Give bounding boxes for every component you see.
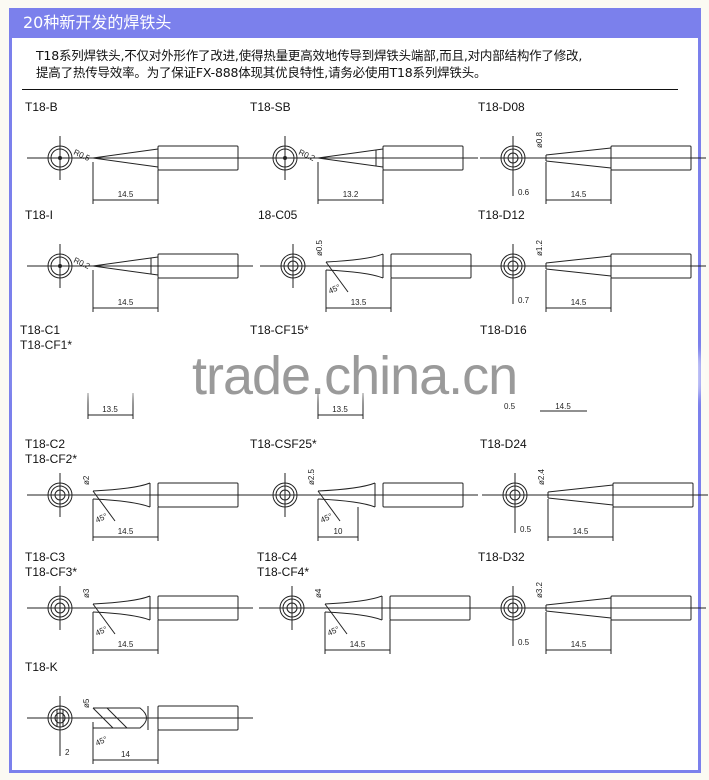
svg-text:ø1.2: ø1.2 [535,239,544,256]
svg-text:ø4: ø4 [314,588,323,598]
tip-label: T18-C4 T18-CF4* [257,550,310,579]
svg-text:45°: 45° [94,735,109,748]
svg-text:13.2: 13.2 [343,190,359,199]
svg-text:ø3: ø3 [82,588,91,598]
watermark-blur [20,355,700,395]
svg-text:0.5: 0.5 [520,525,532,534]
tip-label: T18-C3 T18-CF3* [25,550,78,579]
watermark: trade.china.cn [192,346,518,406]
tip-drawing-icon: 14.5 45° ø3 [27,586,253,654]
svg-text:0.5: 0.5 [518,638,530,647]
svg-text:14: 14 [121,750,130,759]
intro-line-2: 提高了热传导效率。为了保证FX-888体现其优良特性,请务必使用T18系列焊铁头… [36,65,487,80]
tip-t18-k: T18-K 14 45° ø5 2 [25,660,255,770]
svg-text:13.5: 13.5 [332,405,348,414]
svg-text:14.5: 14.5 [571,190,587,199]
tip-t18-d12: T18-D12 14.5 ø1.2 0.7 [478,208,708,318]
tip-drawing-icon: 14.5 R0.2 [27,244,253,312]
tip-label: T18-K [25,660,58,674]
intro-line-1: T18系列焊铁头,不仅对外形作了改进,使得热量更高效地传导到焊铁头端部,而且,对… [36,48,583,63]
tip-t18-d16: T18-D16 0.5 14.5 [480,323,709,433]
svg-text:14.5: 14.5 [118,640,134,649]
tip-t18-c3: T18-C3 T18-CF3* 14.5 45° ø3 [25,550,255,660]
tip-drawing-icon: 14.5 ø3.2 0.5 [480,581,706,654]
svg-text:14.5: 14.5 [571,640,587,649]
tip-label: T18-C2 T18-CF2* [25,437,78,466]
tip-t18-d24: T18-D24 14.5 ø2.4 0.5 [480,437,709,547]
svg-text:45°: 45° [326,625,341,638]
tip-label: T18-D16 [480,323,527,337]
svg-text:14.5: 14.5 [118,298,134,307]
tip-t18-d32: T18-D32 14.5 ø3.2 0.5 [478,550,708,660]
tip-drawing-icon: 13.5 [87,393,134,419]
tip-t18-sb: T18-SB 13.2 R0.2 [250,100,480,210]
tip-label: T18-D12 [478,208,525,222]
svg-text:ø2.4: ø2.4 [537,468,546,485]
tip-t18-i: T18-I 14.5 R0.2 [25,208,255,318]
tip-label: T18-CF15* [250,323,309,337]
svg-text:ø5: ø5 [82,698,91,708]
tip-t18-cf15: T18-CF15* 13.5 [250,323,480,433]
tip-drawing-icon: 14 45° ø5 2 [27,696,253,764]
svg-text:13.5: 13.5 [102,405,118,414]
intro-paragraph: T18系列焊铁头,不仅对外形作了改进,使得热量更高效地传导到焊铁头端部,而且,对… [36,47,676,81]
tip-label: T18-B [25,100,58,114]
tip-drawing-icon: 14.5 R0.5 [27,136,253,204]
svg-text:R0.2: R0.2 [297,148,317,164]
tip-label: T18-SB [250,100,291,114]
svg-text:0.6: 0.6 [518,188,530,197]
page-title: 20种新开发的焊铁头 [9,8,701,38]
tip-drawing-icon: 14.5 45° ø4 [259,586,485,654]
tip-drawing-icon: 13.5 45° ø0.5 [260,239,486,312]
svg-text:R0.5: R0.5 [72,148,92,164]
tip-t18-c2: T18-C2 T18-CF2* 14.5 45° ø2 [25,437,255,547]
tip-drawing-icon: 14.5 45° ø2 [27,473,253,541]
tip-drawing-icon: 13.2 R0.2 [252,136,478,204]
svg-text:0.5: 0.5 [504,402,516,411]
svg-text:ø0.8: ø0.8 [535,131,544,148]
tip-label: T18-D32 [478,550,525,564]
tip-label: T18-D24 [480,437,527,451]
tip-drawing-icon: 14.5 ø2.4 0.5 [482,468,708,541]
svg-text:45°: 45° [319,512,334,525]
svg-text:ø0.5: ø0.5 [315,239,324,256]
tip-t18-c05: 18-C05 13.5 45° ø0.5 [258,208,488,318]
svg-text:14.5: 14.5 [118,190,134,199]
svg-text:45°: 45° [94,512,109,525]
tip-label: T18-C1 T18-CF1* [20,323,73,352]
tip-drawing-icon: 14.5 ø0.8 0.6 [480,131,706,204]
svg-text:ø2: ø2 [82,475,91,485]
svg-text:0.7: 0.7 [518,296,530,305]
svg-text:14.5: 14.5 [571,298,587,307]
tip-t18-b: T18-B 14.5 R0.5 [25,100,255,210]
svg-text:13.5: 13.5 [351,298,367,307]
svg-text:14.5: 14.5 [350,640,366,649]
tip-t18-c1: T18-C1 T18-CF1* 13.5 [20,323,250,433]
tip-t18-d08: T18-D08 14.5 ø0.8 0.6 [478,100,708,210]
svg-text:R0.2: R0.2 [72,256,92,272]
tip-label: T18-D08 [478,100,525,114]
svg-text:45°: 45° [327,283,342,296]
svg-text:ø3.2: ø3.2 [535,581,544,598]
tip-label: 18-C05 [258,208,298,222]
svg-text:14.5: 14.5 [118,527,134,536]
svg-text:10: 10 [334,527,343,536]
tip-drawing-icon: 13.5 [317,393,364,419]
svg-text:14.5: 14.5 [555,402,571,411]
tip-drawing-icon: 14.5 ø1.2 0.7 [480,239,706,312]
tip-drawing-icon: 0.5 14.5 [504,402,587,412]
svg-text:2: 2 [65,748,70,757]
svg-text:14.5: 14.5 [573,527,589,536]
svg-text:45°: 45° [94,625,109,638]
divider [22,89,678,90]
svg-text:ø2.5: ø2.5 [307,468,316,485]
tip-t18-c4: T18-C4 T18-CF4* 14.5 45° ø4 [257,550,487,660]
tip-label: T18-I [25,208,54,222]
tip-label: T18-CSF25* [250,437,317,451]
